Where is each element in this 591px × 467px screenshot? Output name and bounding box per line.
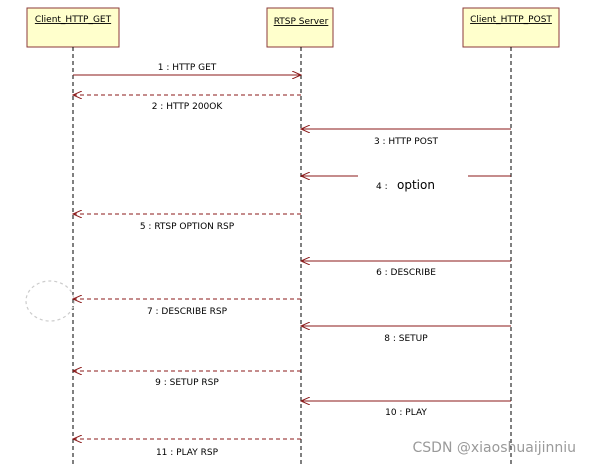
message-label: 6 : DESCRIBE bbox=[376, 268, 436, 278]
message-label: 5 : RTSP OPTION RSP bbox=[140, 222, 235, 232]
participant-client-http-get: Client_HTTP_GET bbox=[26, 7, 120, 48]
message-label: 9 : SETUP RSP bbox=[155, 378, 219, 388]
message-label-extra: option bbox=[397, 178, 435, 192]
message-label: 8 : SETUP bbox=[384, 334, 428, 344]
message-6: 6 : DESCRIBE bbox=[301, 261, 511, 278]
message-2: 2 : HTTP 200OK bbox=[73, 95, 301, 112]
dashed-ellipse-annotation bbox=[25, 280, 75, 322]
message-7: 7 : DESCRIBE RSP bbox=[73, 299, 301, 317]
message-label: 11 : PLAY RSP bbox=[156, 448, 219, 458]
message-9: 9 : SETUP RSP bbox=[73, 371, 301, 388]
message-11: 11 : PLAY RSP bbox=[73, 439, 301, 458]
message-4: 4 : option bbox=[301, 176, 511, 192]
message-10: 10 : PLAY bbox=[301, 401, 511, 418]
message-3: 3 : HTTP POST bbox=[301, 129, 511, 147]
message-label: 10 : PLAY bbox=[385, 408, 427, 418]
participant-label: Client_HTTP_POST bbox=[470, 15, 552, 25]
message-label: 3 : HTTP POST bbox=[374, 137, 439, 147]
message-1: 1 : HTTP GET bbox=[73, 63, 301, 75]
participant-rtsp-server: RTSP Server bbox=[266, 7, 334, 48]
participant-box bbox=[26, 7, 120, 48]
message-label: 4 : bbox=[376, 182, 388, 192]
message-5: 5 : RTSP OPTION RSP bbox=[73, 214, 301, 232]
message-label: 2 : HTTP 200OK bbox=[152, 102, 224, 112]
participant-box bbox=[266, 7, 334, 48]
participant-label: Client_HTTP_GET bbox=[35, 15, 112, 25]
participant-client-http-post: Client_HTTP_POST bbox=[462, 7, 560, 48]
message-8: 8 : SETUP bbox=[301, 326, 511, 344]
participant-box bbox=[462, 7, 560, 48]
message-label: 7 : DESCRIBE RSP bbox=[147, 307, 228, 317]
message-label: 1 : HTTP GET bbox=[158, 63, 217, 73]
participant-label: RTSP Server bbox=[274, 17, 329, 27]
watermark-text: CSDN @xiaoshuaijinniu bbox=[413, 440, 576, 456]
